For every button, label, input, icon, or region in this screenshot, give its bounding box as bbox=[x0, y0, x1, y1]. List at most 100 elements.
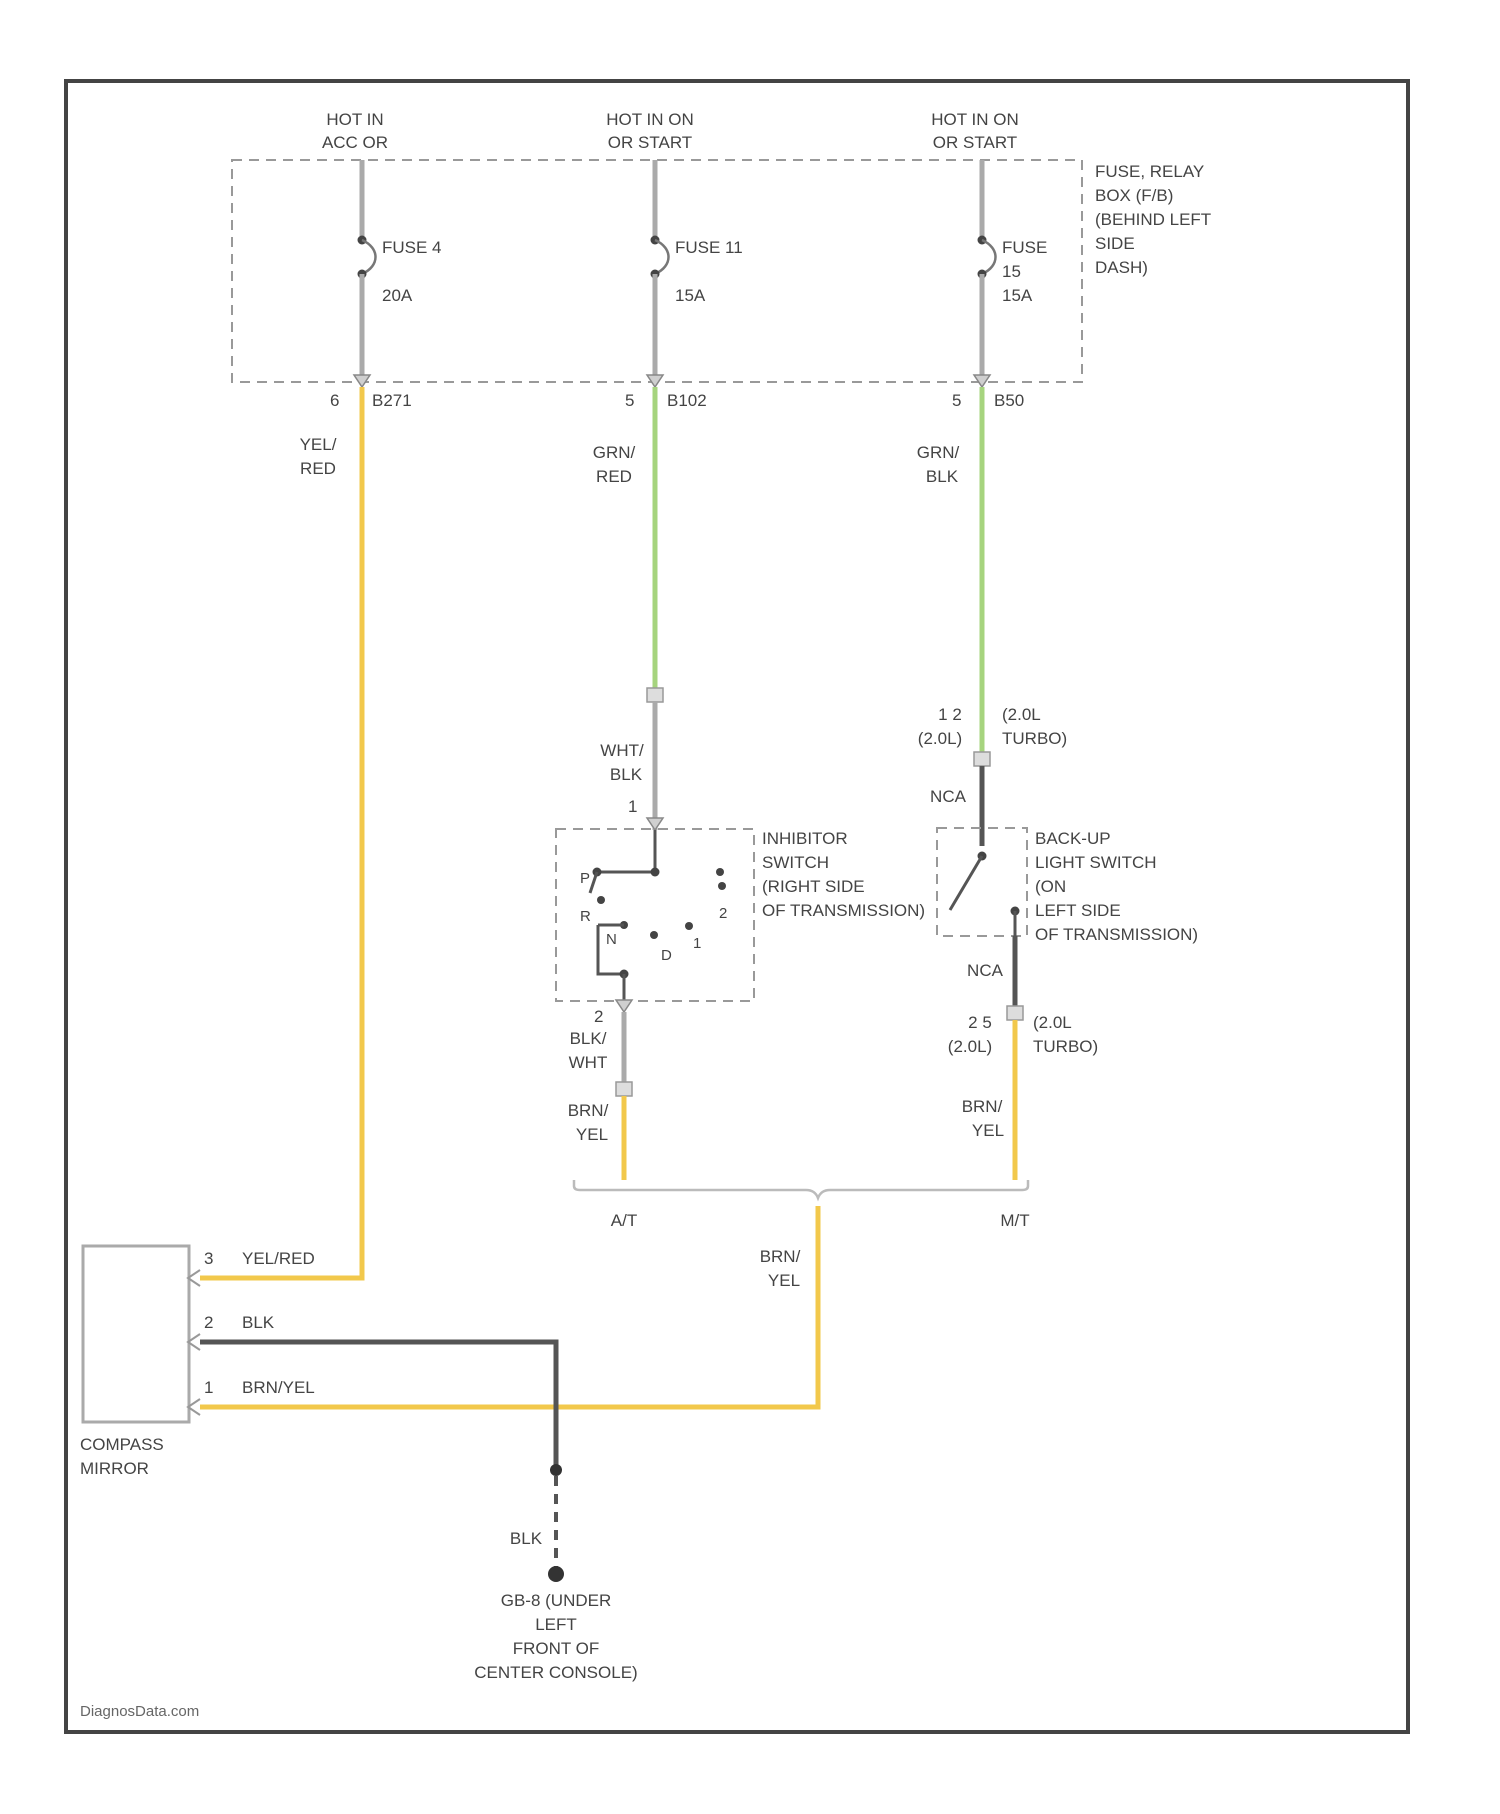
diagram-border bbox=[66, 81, 1408, 1732]
engine-top-turbo-a: (2.0L bbox=[1002, 705, 1041, 724]
power-label-on2-1: HOT IN ON bbox=[931, 110, 1019, 129]
ground-label-1: GB-8 (UNDER bbox=[501, 1591, 612, 1610]
wire-grn-red-label-2: RED bbox=[596, 467, 632, 486]
connector-b102-pin: 5 bbox=[625, 391, 634, 410]
wire-brn-yel-main bbox=[200, 1206, 818, 1407]
inhibitor-position-d: D bbox=[661, 947, 672, 964]
wire-grn-red-label-1: GRN/ bbox=[593, 443, 636, 462]
splice-mt-label: M/T bbox=[1000, 1211, 1029, 1230]
inhibitor-position-n: N bbox=[606, 931, 617, 948]
engine-bot-pin-b: (2.0L) bbox=[948, 1037, 992, 1056]
ground-point bbox=[548, 1566, 564, 1582]
wire-yel-red-label-1: YEL/ bbox=[300, 435, 337, 454]
mirror-pin-3-number: 3 bbox=[204, 1249, 213, 1268]
power-label-on1-1: HOT IN ON bbox=[606, 110, 694, 129]
mirror-label-2: MIRROR bbox=[80, 1459, 149, 1478]
inhibitor-label-3: (RIGHT SIDE bbox=[762, 877, 865, 896]
backup-label-2: LIGHT SWITCH bbox=[1035, 853, 1157, 872]
engine-bot-pin-a: 2 5 bbox=[968, 1013, 992, 1032]
fuse-box-label-3: (BEHIND LEFT bbox=[1095, 210, 1211, 229]
inhibitor-bottom-connector bbox=[616, 1000, 632, 1012]
inhibitor-label-1: INHIBITOR bbox=[762, 829, 848, 848]
inhibitor-pin-top: 1 bbox=[628, 797, 637, 816]
inhibitor-position-r: R bbox=[580, 908, 591, 925]
connector-marker-grn-blk bbox=[974, 752, 990, 766]
ground-label-2: LEFT bbox=[535, 1615, 577, 1634]
wire-nca-bottom-label: NCA bbox=[967, 961, 1004, 980]
connector-b50-pin: 5 bbox=[952, 391, 961, 410]
wire-grn-blk-label-2: BLK bbox=[926, 467, 959, 486]
engine-bot-turbo-b: TURBO) bbox=[1033, 1037, 1098, 1056]
fuse-11 bbox=[651, 160, 669, 382]
wire-grn-blk-label-1: GRN/ bbox=[917, 443, 960, 462]
power-label-on2-2: OR START bbox=[933, 133, 1017, 152]
backup-label-3: (ON bbox=[1035, 877, 1066, 896]
inhibitor-switch-contacts bbox=[590, 830, 726, 1000]
fuse-15-rating: 15A bbox=[1002, 286, 1033, 305]
inhibitor-label-4: OF TRANSMISSION) bbox=[762, 901, 925, 920]
inhibitor-pin-bottom: 2 bbox=[594, 1007, 603, 1026]
wire-brn-yel-mt-label-1: BRN/ bbox=[962, 1097, 1003, 1116]
connector-marker-grn-red bbox=[647, 688, 663, 702]
mirror-label-1: COMPASS bbox=[80, 1435, 164, 1454]
splice-at-label: A/T bbox=[611, 1211, 637, 1230]
backup-label-5: OF TRANSMISSION) bbox=[1035, 925, 1198, 944]
mirror-pin-1-wire: BRN/YEL bbox=[242, 1378, 315, 1397]
inhibitor-label-2: SWITCH bbox=[762, 853, 829, 872]
wire-brn-yel-main-label-1: BRN/ bbox=[760, 1247, 801, 1266]
wire-nca-top-label: NCA bbox=[930, 787, 967, 806]
ground-label-4: CENTER CONSOLE) bbox=[474, 1663, 637, 1682]
wire-blk-wht-label-1: BLK/ bbox=[570, 1029, 607, 1048]
wire-blk-wht-label-2: WHT bbox=[569, 1053, 608, 1072]
watermark: DiagnosData.com bbox=[80, 1703, 199, 1720]
backup-label-1: BACK-UP bbox=[1035, 829, 1111, 848]
fuse-15 bbox=[978, 160, 996, 382]
mirror-pin-3-wire: YEL/RED bbox=[242, 1249, 315, 1268]
engine-top-pin-a: 1 2 bbox=[938, 705, 962, 724]
compass-mirror-box bbox=[83, 1246, 189, 1422]
option-brace bbox=[574, 1180, 1028, 1198]
ground-label-3: FRONT OF bbox=[513, 1639, 600, 1658]
backup-switch-contacts bbox=[950, 852, 1020, 937]
fuse-box-label-4: SIDE bbox=[1095, 234, 1135, 253]
fuse-box-label-5: DASH) bbox=[1095, 258, 1148, 277]
inhibitor-position-2: 2 bbox=[719, 905, 727, 922]
fuse-11-name: FUSE 11 bbox=[675, 238, 743, 257]
fuse-box-label-2: BOX (F/B) bbox=[1095, 186, 1173, 205]
fuse-4 bbox=[358, 160, 376, 382]
fuse-15-name: FUSE bbox=[1002, 238, 1047, 257]
inhibitor-position-p: P bbox=[580, 870, 590, 887]
backup-label-4: LEFT SIDE bbox=[1035, 901, 1121, 920]
engine-bot-turbo-a: (2.0L bbox=[1033, 1013, 1072, 1032]
inhibitor-position-1: 1 bbox=[693, 935, 701, 952]
wire-blk-ground-label: BLK bbox=[510, 1529, 543, 1548]
power-label-on1-2: OR START bbox=[608, 133, 692, 152]
fuse-11-rating: 15A bbox=[675, 286, 706, 305]
fuse-box-label-1: FUSE, RELAY bbox=[1095, 162, 1204, 181]
connector-b50-id: B50 bbox=[994, 391, 1024, 410]
ground-junction-dot bbox=[550, 1464, 562, 1476]
wire-brn-yel-at-label-2: YEL bbox=[576, 1125, 608, 1144]
connector-b271-id: B271 bbox=[372, 391, 412, 410]
connector-marker-inhibitor-bottom bbox=[616, 1082, 632, 1096]
wire-wht-blk-label-2: BLK bbox=[610, 765, 643, 784]
fuse-4-name: FUSE 4 bbox=[382, 238, 442, 257]
connector-b271-pin: 6 bbox=[330, 391, 339, 410]
power-label-acc-1: HOT IN bbox=[326, 110, 383, 129]
connector-marker-backup bbox=[1007, 1006, 1023, 1020]
engine-top-turbo-b: TURBO) bbox=[1002, 729, 1067, 748]
mirror-pin-2-wire: BLK bbox=[242, 1313, 275, 1332]
fuse-4-rating: 20A bbox=[382, 286, 413, 305]
wire-wht-blk-label-1: WHT/ bbox=[600, 741, 644, 760]
mirror-pin-1-number: 1 bbox=[204, 1378, 213, 1397]
connector-b102-id: B102 bbox=[667, 391, 707, 410]
mirror-pin-2-number: 2 bbox=[204, 1313, 213, 1332]
wire-yel-red-label-2: RED bbox=[300, 459, 336, 478]
wire-brn-yel-mt-label-2: YEL bbox=[972, 1121, 1004, 1140]
wire-yel-red bbox=[200, 387, 362, 1278]
fuse-15-number: 15 bbox=[1002, 262, 1021, 281]
wire-brn-yel-at-label-1: BRN/ bbox=[568, 1101, 609, 1120]
engine-top-pin-b: (2.0L) bbox=[918, 729, 962, 748]
wire-brn-yel-main-label-2: YEL bbox=[768, 1271, 800, 1290]
